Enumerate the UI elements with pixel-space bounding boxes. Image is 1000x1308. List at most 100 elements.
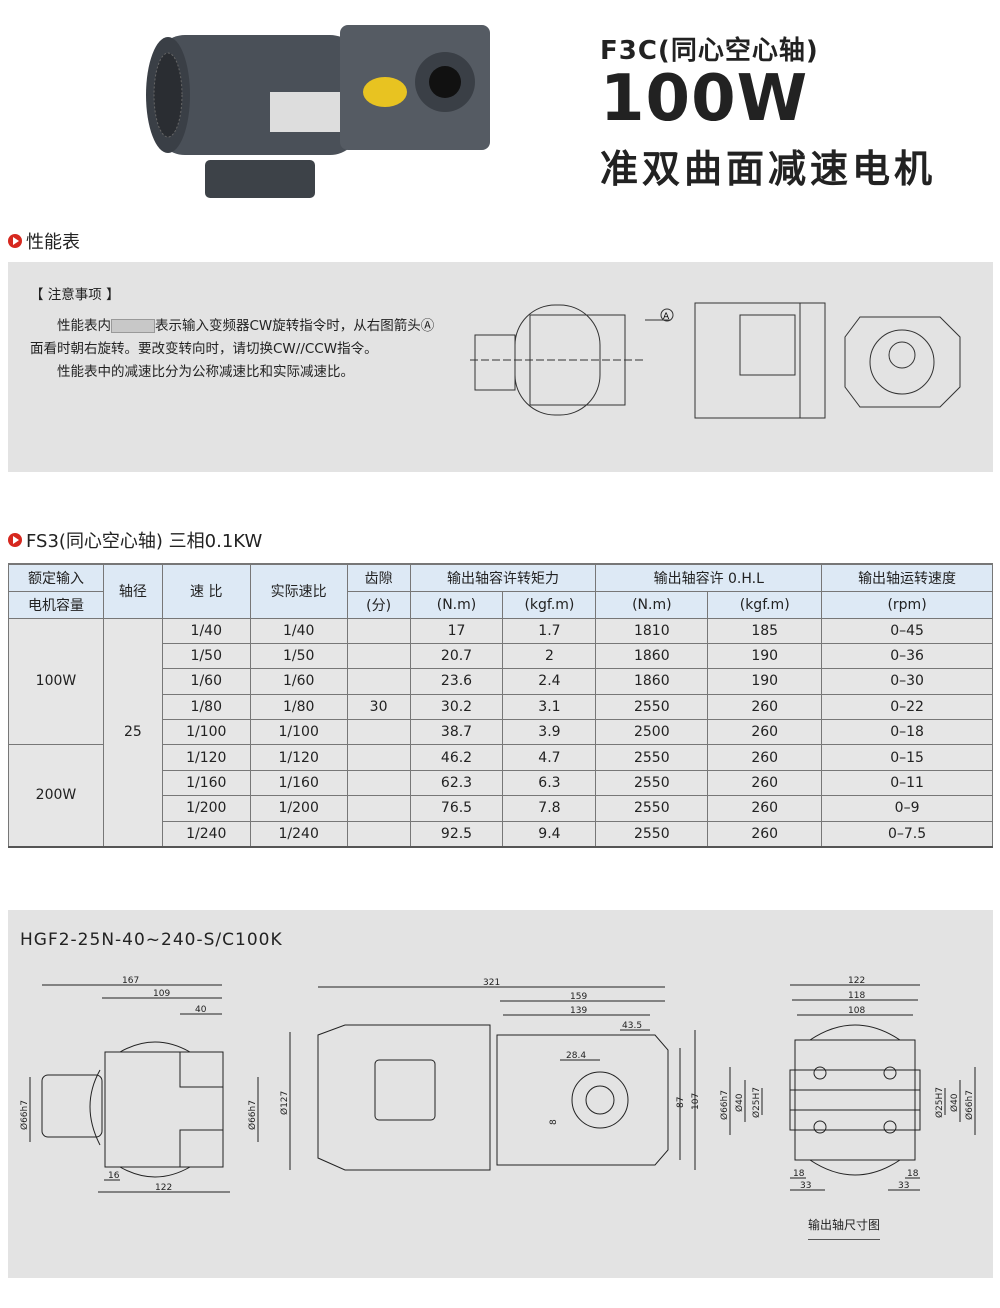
header-cell: (kgf.m) (502, 590, 597, 619)
backlash-cell (346, 617, 411, 644)
value-cell: 260 (707, 769, 823, 797)
header-cell: (rpm) (821, 590, 993, 619)
backlash-cell (346, 820, 411, 848)
actual-ratio-cell: 1/200 (249, 795, 348, 822)
drawing-caption: 输出轴尺寸图 (808, 1216, 881, 1240)
ratio-cell: 1/200 (161, 795, 251, 822)
value-cell: 1860 (595, 668, 709, 695)
dim-label: Ø127 (279, 1091, 290, 1115)
header-cell: (N.m) (409, 590, 504, 619)
dim-label: 18 (793, 1169, 805, 1179)
value-cell: 3.9 (502, 719, 597, 746)
rotation-diagram: A (470, 302, 961, 419)
dim-label: Ø25H7 (751, 1087, 762, 1118)
arrow-a-label: A (663, 312, 670, 322)
value-cell: 260 (707, 820, 823, 848)
note-text: 性能表中的减速比分为公称减速比和实际减速比。 (57, 364, 354, 380)
notes-panel (8, 262, 993, 472)
dim-label: 139 (570, 1006, 587, 1016)
backlash-cell (346, 744, 411, 771)
dim-label: 159 (570, 992, 587, 1002)
header-cell: 轴径 (102, 563, 163, 619)
actual-ratio-cell: 1/240 (249, 820, 348, 848)
value-cell: 9.4 (502, 820, 597, 848)
value-cell: 185 (707, 617, 823, 644)
header-cell: 额定输入 (8, 563, 104, 592)
value-cell: 46.2 (409, 744, 504, 771)
series-title: F3C(同心空心轴) (600, 36, 819, 66)
value-cell: 2500 (595, 719, 709, 746)
backlash-cell (346, 795, 411, 822)
dim-label: 122 (848, 976, 865, 986)
product-title: 准双曲面减速电机 (600, 147, 937, 191)
section-title: FS3(同心空心轴) 三相0.1KW (26, 531, 263, 552)
shade-swatch (111, 319, 155, 333)
section-title: 性能表 (26, 232, 80, 253)
dim-label: Ø25H7 (934, 1087, 945, 1118)
ratio-cell: 1/40 (161, 617, 251, 644)
value-cell: 17 (409, 617, 504, 644)
value-cell: 92.5 (409, 820, 504, 848)
dim-label: 33 (898, 1181, 909, 1191)
dim-label: 33 (800, 1181, 811, 1191)
note-text: 表示输入变频器CW旋转指令时，从右图箭头Ⓐ 面看时朝右旋转。要改变转向时，请切换… (30, 318, 435, 357)
backlash-cell (346, 668, 411, 695)
dim-label: 43.5 (622, 1021, 642, 1031)
value-cell: 2 (502, 642, 597, 670)
dim-label: Ø66h7 (719, 1090, 730, 1120)
value-cell: 30.2 (409, 693, 504, 721)
value-cell: 190 (707, 642, 823, 670)
value-cell: 260 (707, 719, 823, 746)
bullet-icon (8, 234, 22, 248)
dim-label: Ø66h7 (964, 1090, 975, 1120)
value-cell: 76.5 (409, 795, 504, 822)
value-cell: 0–15 (821, 744, 993, 771)
dim-label: 122 (155, 1183, 172, 1193)
dim-label: 109 (153, 989, 170, 999)
ratio-cell: 1/80 (161, 693, 251, 721)
value-cell: 7.8 (502, 795, 597, 822)
ratio-cell: 1/60 (161, 668, 251, 695)
header-cell: 输出轴运转速度 (821, 563, 993, 592)
value-cell: 2550 (595, 820, 709, 848)
actual-ratio-cell: 1/80 (249, 693, 348, 721)
bullet-icon (8, 533, 22, 547)
value-cell: 0–22 (821, 693, 993, 721)
header-cell: 速 比 (161, 563, 251, 619)
section-table: FS3(同心空心轴) 三相0.1KW (8, 527, 262, 553)
backlash-cell (346, 642, 411, 670)
value-cell: 62.3 (409, 769, 504, 797)
backlash-cell (346, 719, 411, 746)
value-cell: 190 (707, 668, 823, 695)
actual-ratio-cell: 1/50 (249, 642, 348, 670)
value-cell: 0–30 (821, 668, 993, 695)
dim-label: 321 (483, 978, 500, 988)
value-cell: 4.7 (502, 744, 597, 771)
shaft-cell: 25 (102, 617, 163, 848)
capacity-cell: 200W (8, 744, 104, 848)
header-cell: (分) (346, 590, 411, 619)
ratio-cell: 1/120 (161, 744, 251, 771)
dimension-drawings: 167 109 40 16 122 Ø66h7 Ø66h7 321 159 13… (19, 976, 976, 1193)
value-cell: 260 (707, 795, 823, 822)
value-cell: 6.3 (502, 769, 597, 797)
value-cell: 260 (707, 693, 823, 721)
value-cell: 0–7.5 (821, 820, 993, 848)
ratio-cell: 1/240 (161, 820, 251, 848)
value-cell: 0–9 (821, 795, 993, 822)
actual-ratio-cell: 1/120 (249, 744, 348, 771)
value-cell: 2550 (595, 693, 709, 721)
dim-label: 40 (195, 1005, 207, 1015)
value-cell: 2550 (595, 795, 709, 822)
dim-label: 107 (691, 1093, 701, 1110)
actual-ratio-cell: 1/100 (249, 719, 348, 746)
value-cell: 20.7 (409, 642, 504, 670)
dim-label: 108 (848, 1006, 865, 1016)
header-cell: 齿隙 (346, 563, 411, 592)
dim-label: Ø40 (734, 1093, 745, 1112)
value-cell: 260 (707, 744, 823, 771)
